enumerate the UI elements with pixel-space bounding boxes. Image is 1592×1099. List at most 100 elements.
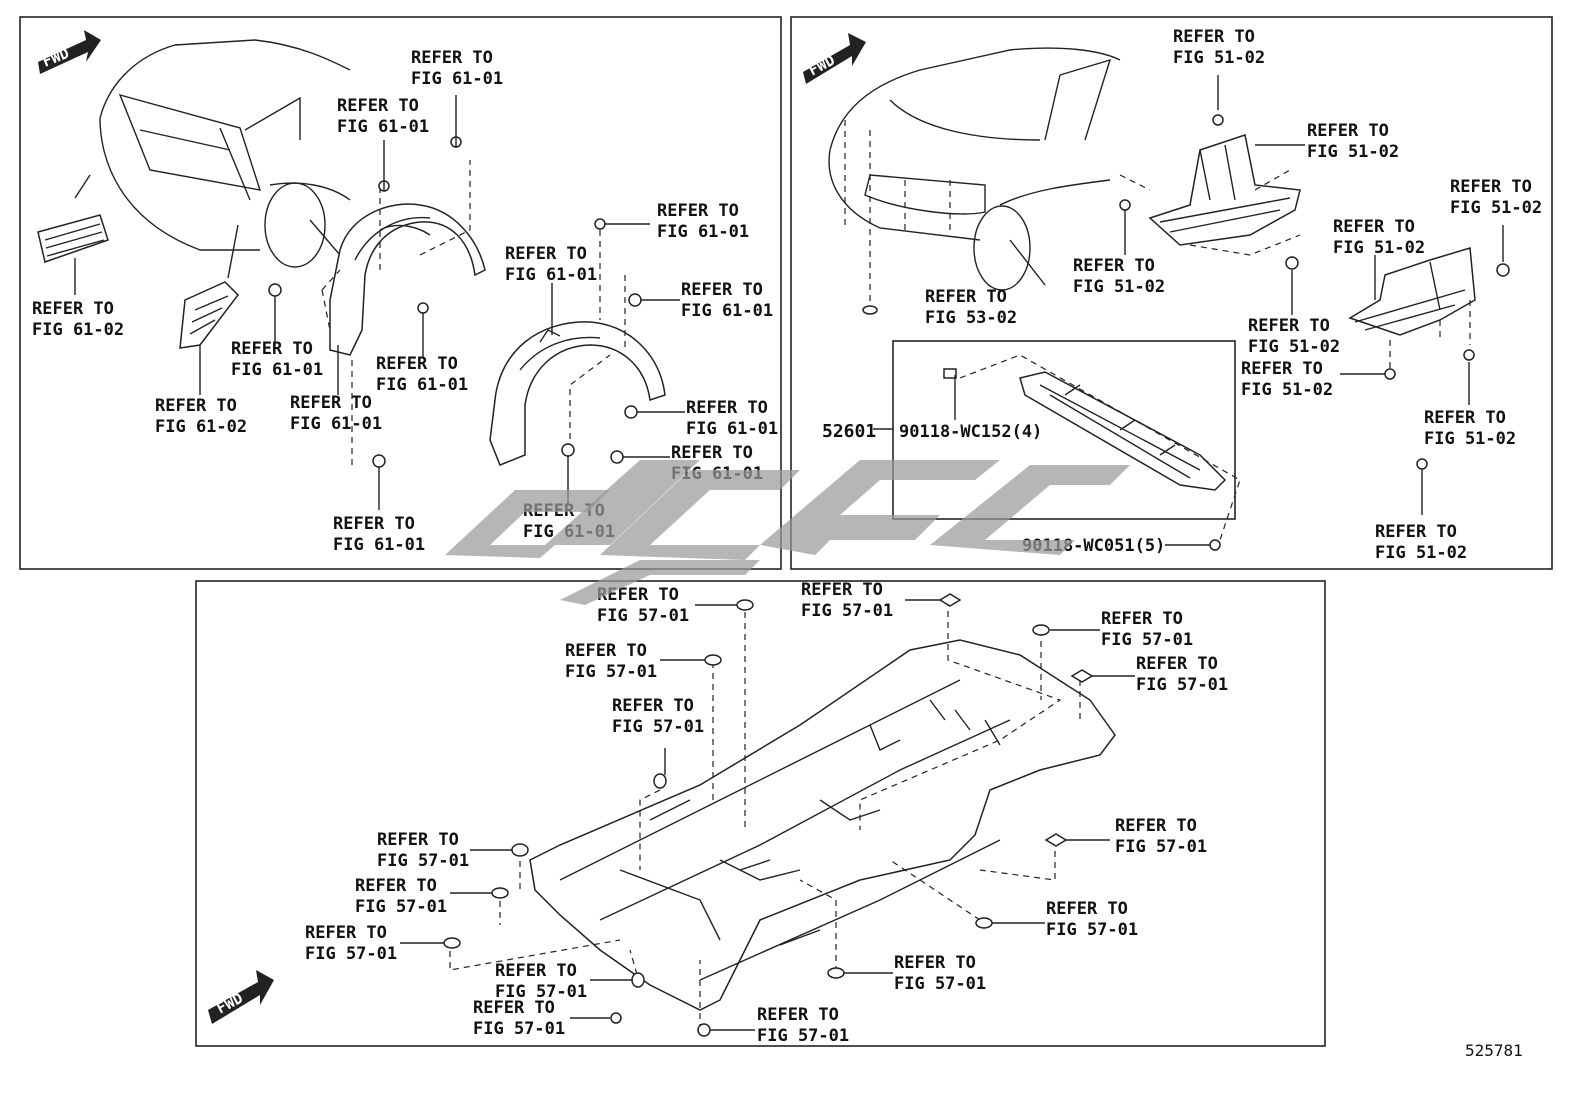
callout-line: FIG 61-01 bbox=[505, 265, 597, 285]
callout-line: FIG 51-02 bbox=[1375, 543, 1467, 563]
callout-line: FIG 57-01 bbox=[355, 897, 447, 917]
front-car-illustration bbox=[828, 47, 1121, 315]
callout-line: REFER TO bbox=[681, 280, 763, 300]
callout-line: FIG 61-01 bbox=[337, 117, 429, 137]
callout-line: FIG 57-01 bbox=[473, 1019, 565, 1039]
callout-line: REFER TO bbox=[411, 48, 493, 68]
part-number-clip: 90118-WC152(4) bbox=[899, 422, 1042, 442]
rear-car-illustration bbox=[74, 39, 351, 279]
callout-line: REFER TO bbox=[376, 354, 458, 374]
callout-line: REFER TO bbox=[505, 244, 587, 264]
callout-line: FIG 51-02 bbox=[1450, 198, 1542, 218]
callout-line: FIG 61-01 bbox=[333, 535, 425, 555]
callout-line: FIG 57-01 bbox=[801, 601, 893, 621]
callout-line: FIG 57-01 bbox=[565, 662, 657, 682]
callout-line: REFER TO bbox=[1073, 256, 1155, 276]
callout-line: REFER TO bbox=[1101, 609, 1183, 629]
callout-line: REFER TO bbox=[686, 398, 768, 418]
fwd-label: FWD bbox=[40, 44, 72, 71]
callout-line: REFER TO bbox=[1173, 27, 1255, 47]
callout-line: REFER TO bbox=[925, 287, 1007, 307]
callout-line: REFER TO bbox=[337, 96, 419, 116]
callout-line: FIG 51-02 bbox=[1173, 48, 1265, 68]
callout-line: FIG 57-01 bbox=[1046, 920, 1138, 940]
callout-line: REFER TO bbox=[801, 580, 883, 600]
callout-line: REFER TO bbox=[32, 299, 114, 319]
callout-line: REFER TO bbox=[1333, 217, 1415, 237]
callout-line: FIG 57-01 bbox=[1101, 630, 1193, 650]
callout-line: FIG 57-01 bbox=[612, 717, 704, 737]
callout-line: FIG 51-02 bbox=[1248, 337, 1340, 357]
callout-line: FIG 61-01 bbox=[290, 414, 382, 434]
callout-line: REFER TO bbox=[305, 923, 387, 943]
under-cover-right-part bbox=[1340, 225, 1510, 515]
callout-line: REFER TO bbox=[333, 514, 415, 534]
callout-line: FIG 61-01 bbox=[376, 375, 468, 395]
callout-line: FIG 51-02 bbox=[1241, 380, 1333, 400]
figure-number: 525781 bbox=[1465, 1041, 1523, 1060]
callout-line: REFER TO bbox=[671, 443, 753, 463]
callout-line: REFER TO bbox=[757, 1005, 839, 1025]
callout-line: REFER TO bbox=[1115, 816, 1197, 836]
callout-line: REFER TO bbox=[1046, 899, 1128, 919]
callout-line: REFER TO bbox=[1424, 408, 1506, 428]
callout-line: REFER TO bbox=[1241, 359, 1323, 379]
under-cover-left-part bbox=[1119, 75, 1305, 315]
fwd-arrow-icon: FWD bbox=[208, 970, 274, 1024]
callout-line: REFER TO bbox=[1375, 522, 1457, 542]
callout-line: REFER TO bbox=[155, 396, 237, 416]
callout-line: REFER TO bbox=[377, 830, 459, 850]
callout-line: FIG 61-01 bbox=[686, 419, 778, 439]
callout-line: FIG 51-02 bbox=[1073, 277, 1165, 297]
guide-lines bbox=[449, 600, 1081, 1030]
callout-line: FIG 61-02 bbox=[32, 320, 124, 340]
fender-liner-right-part bbox=[489, 218, 685, 505]
fwd-arrow-icon: FWD bbox=[38, 30, 101, 74]
quarter-vent-part bbox=[179, 281, 239, 395]
callout-line: REFER TO bbox=[612, 696, 694, 716]
callout-line: FIG 61-01 bbox=[657, 222, 749, 242]
leader-lines bbox=[400, 599, 1135, 1031]
callout-line: REFER TO bbox=[1248, 316, 1330, 336]
callout-line: FIG 57-01 bbox=[495, 982, 587, 1002]
callout-line: FIG 57-01 bbox=[377, 851, 469, 871]
callout-line: FIG 61-01 bbox=[411, 69, 503, 89]
callout-line: REFER TO bbox=[355, 876, 437, 896]
callout-line: REFER TO bbox=[231, 339, 313, 359]
callout-line: REFER TO bbox=[1450, 177, 1532, 197]
callout-line: FIG 57-01 bbox=[757, 1026, 849, 1046]
callout-line: FIG 57-01 bbox=[305, 944, 397, 964]
callout-line: FIG 61-02 bbox=[155, 417, 247, 437]
floor-under-cover-part bbox=[529, 639, 1116, 1011]
callout-line: FIG 51-02 bbox=[1333, 238, 1425, 258]
panel-floor-under-cover: FWD bbox=[195, 580, 1326, 1047]
panel-front-under-cover: FWD bbox=[790, 16, 1553, 570]
